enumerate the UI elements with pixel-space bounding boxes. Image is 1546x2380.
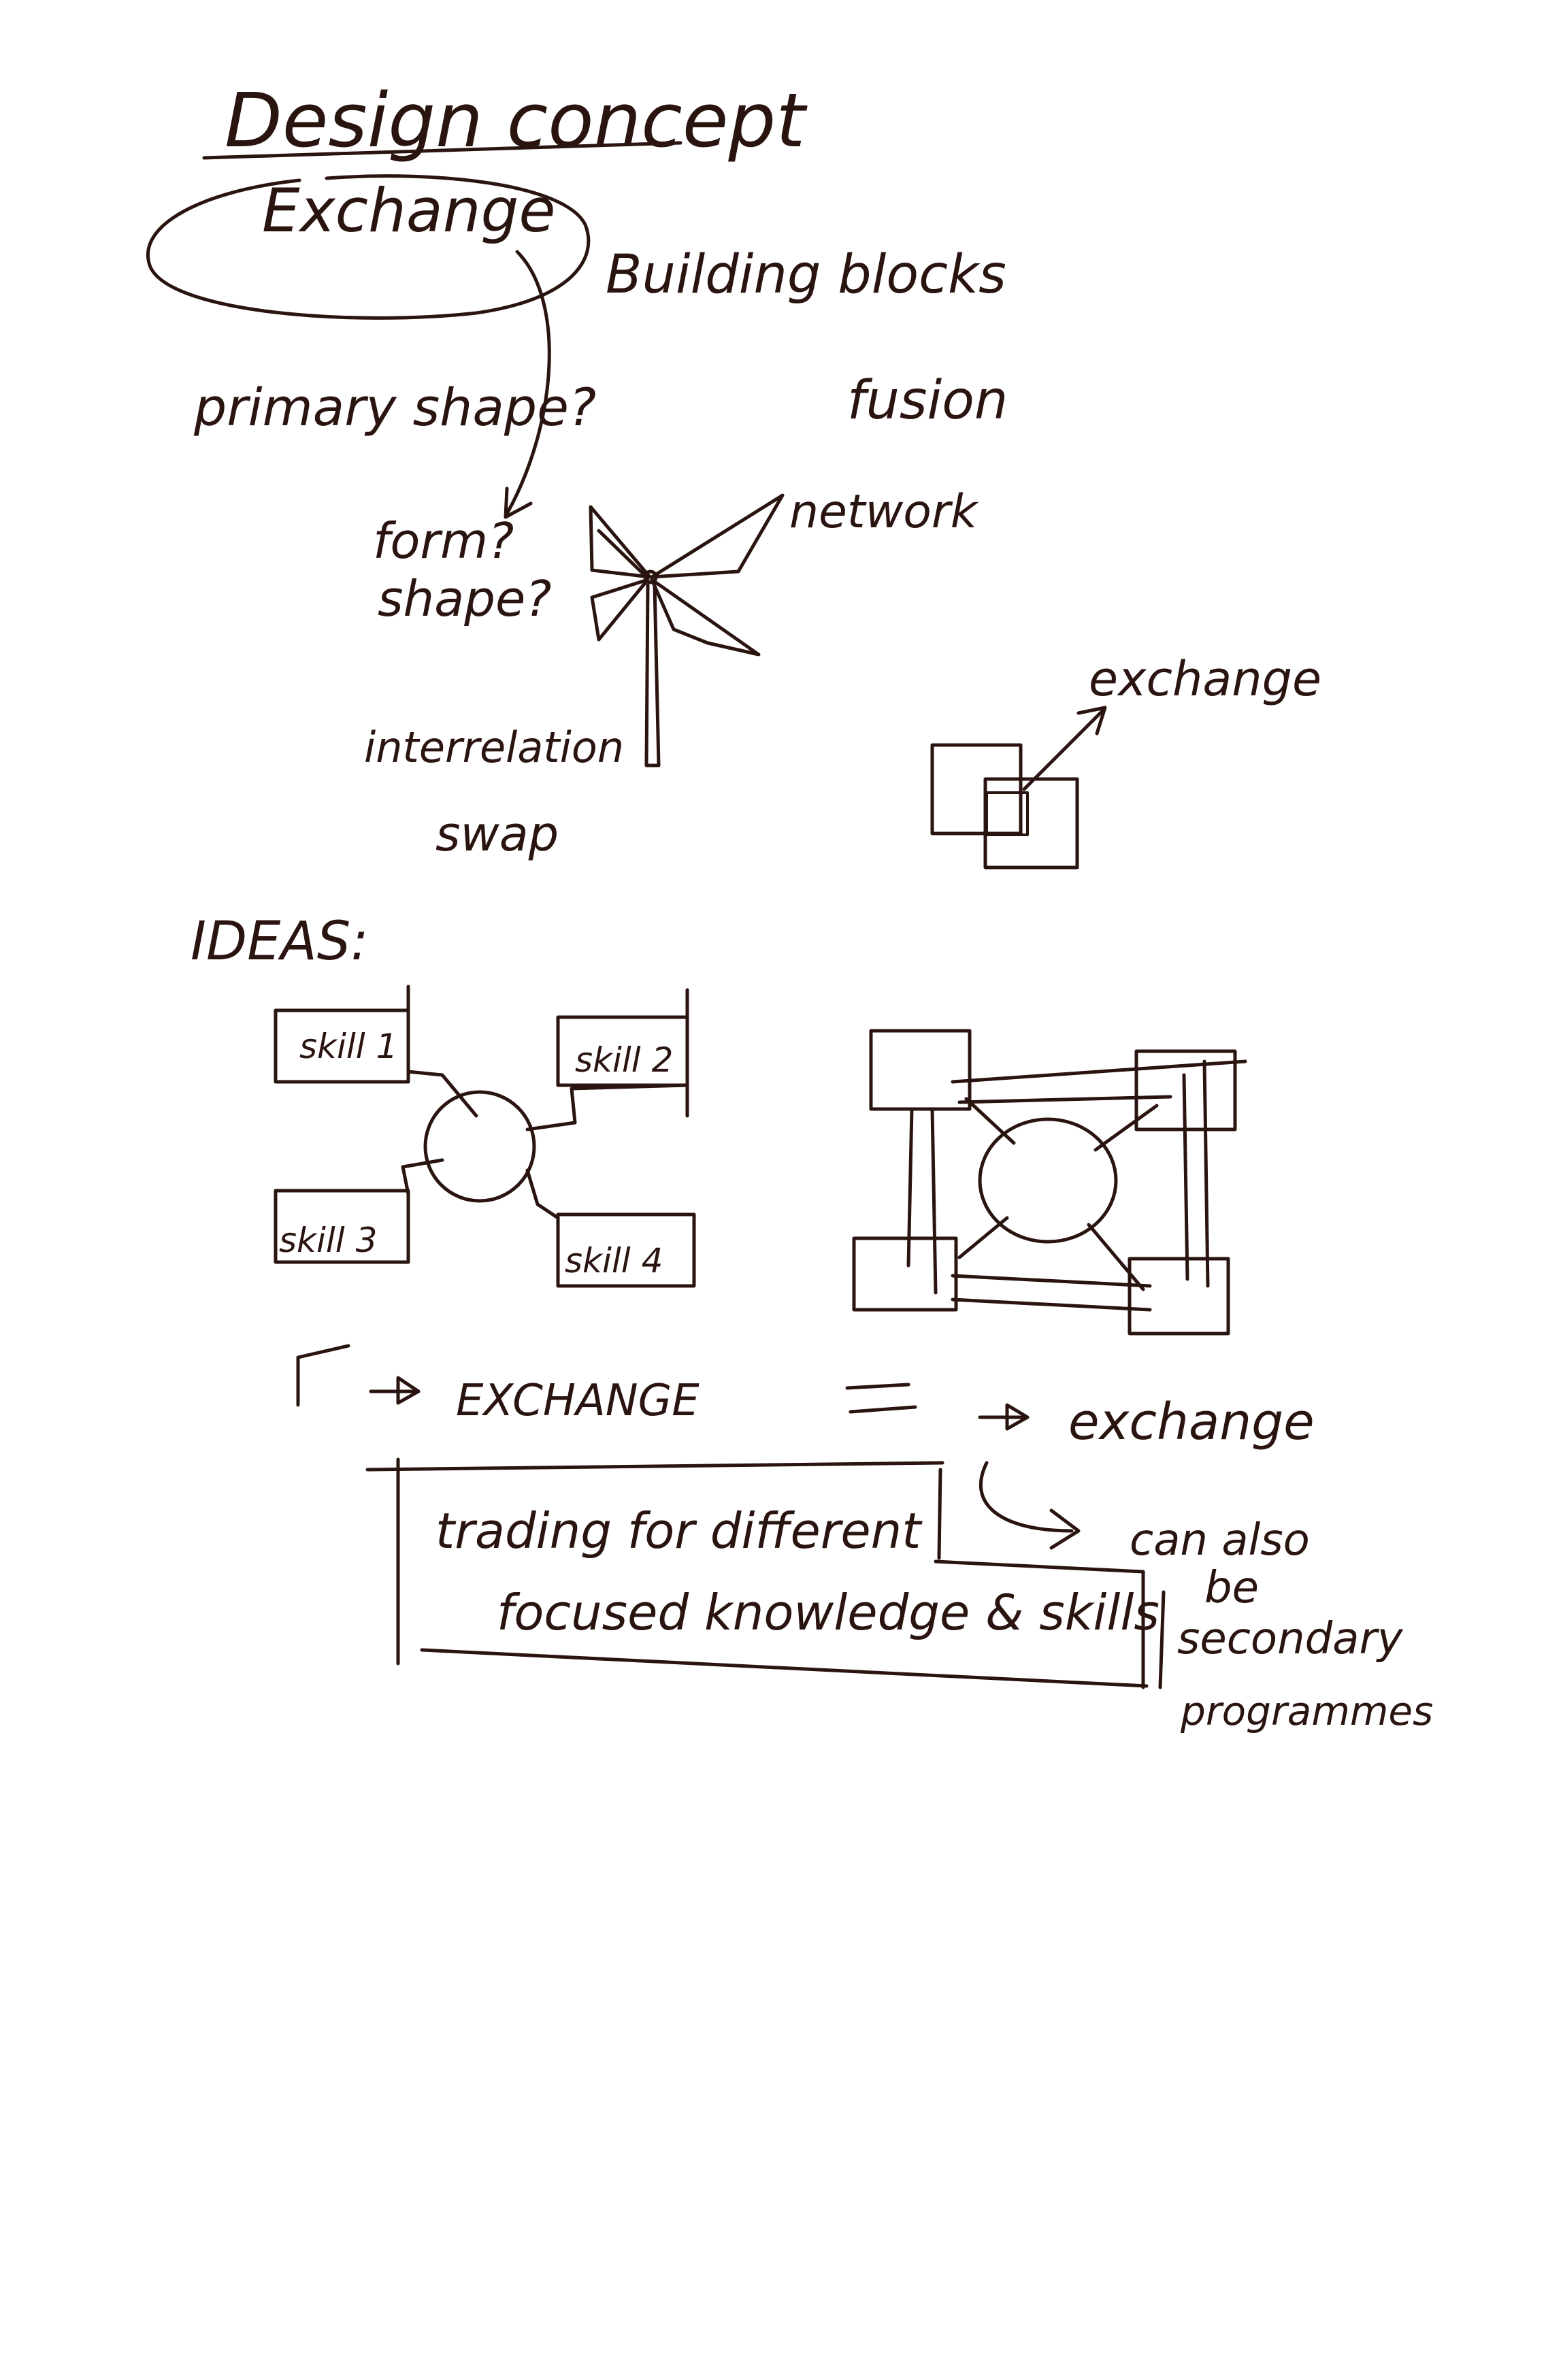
central-word: Exchange — [262, 176, 556, 246]
overlap-squares-sketch — [930, 706, 1107, 870]
definition-box — [365, 1457, 1166, 1689]
skill-4-label: skill 4 — [565, 1241, 663, 1280]
ideas-heading: IDEAS: — [191, 911, 369, 972]
exchange-lower-label: exchange — [1068, 1393, 1315, 1451]
arrow-to-exchange-lower — [978, 1403, 1030, 1431]
skill-3-label: skill 3 — [279, 1221, 377, 1260]
note-line-2: be — [1204, 1563, 1259, 1613]
skill-2-label: skill 2 — [575, 1040, 673, 1080]
central-to-form-arrowhead — [504, 486, 533, 519]
exchange-to-note-arrow — [978, 1461, 1074, 1533]
arrow-to-exchange-caps — [369, 1376, 421, 1405]
swap-label: swap — [435, 806, 559, 862]
pinwheel-sketch — [589, 493, 785, 767]
exchange-to-note-arrowhead — [1049, 1508, 1081, 1550]
idea-network-diagram — [852, 1029, 1247, 1336]
primary-shape-label: primary shape? — [193, 377, 596, 437]
page-title: Design concept — [225, 77, 808, 164]
interrelation-label: interrelation — [364, 723, 624, 772]
equals-sign — [845, 1383, 917, 1414]
central-to-form-arrow — [505, 250, 551, 516]
central-word-oval — [146, 174, 591, 320]
note-line-3: secondary — [1177, 1614, 1404, 1664]
exchange-caps-label: EXCHANGE — [456, 1376, 700, 1426]
definition-line-1: trading for different — [435, 1502, 923, 1559]
form-label: form? — [373, 512, 514, 569]
title-underline — [202, 141, 682, 160]
definition-line-2: focused knowledge & skills — [497, 1584, 1160, 1641]
exchange-small-label: exchange — [1089, 651, 1321, 707]
idea-skills-diagram — [274, 985, 696, 1288]
note-line-4: programmes — [1180, 1688, 1433, 1734]
bracket-mark — [296, 1344, 350, 1407]
fusion-label: fusion — [847, 370, 1008, 431]
building-blocks-label: Building blocks — [606, 244, 1006, 305]
skill-1-label: skill 1 — [299, 1027, 397, 1066]
network-label: network — [789, 485, 979, 539]
note-line-1: can also — [1130, 1515, 1310, 1566]
shape-label: shape? — [378, 570, 551, 627]
